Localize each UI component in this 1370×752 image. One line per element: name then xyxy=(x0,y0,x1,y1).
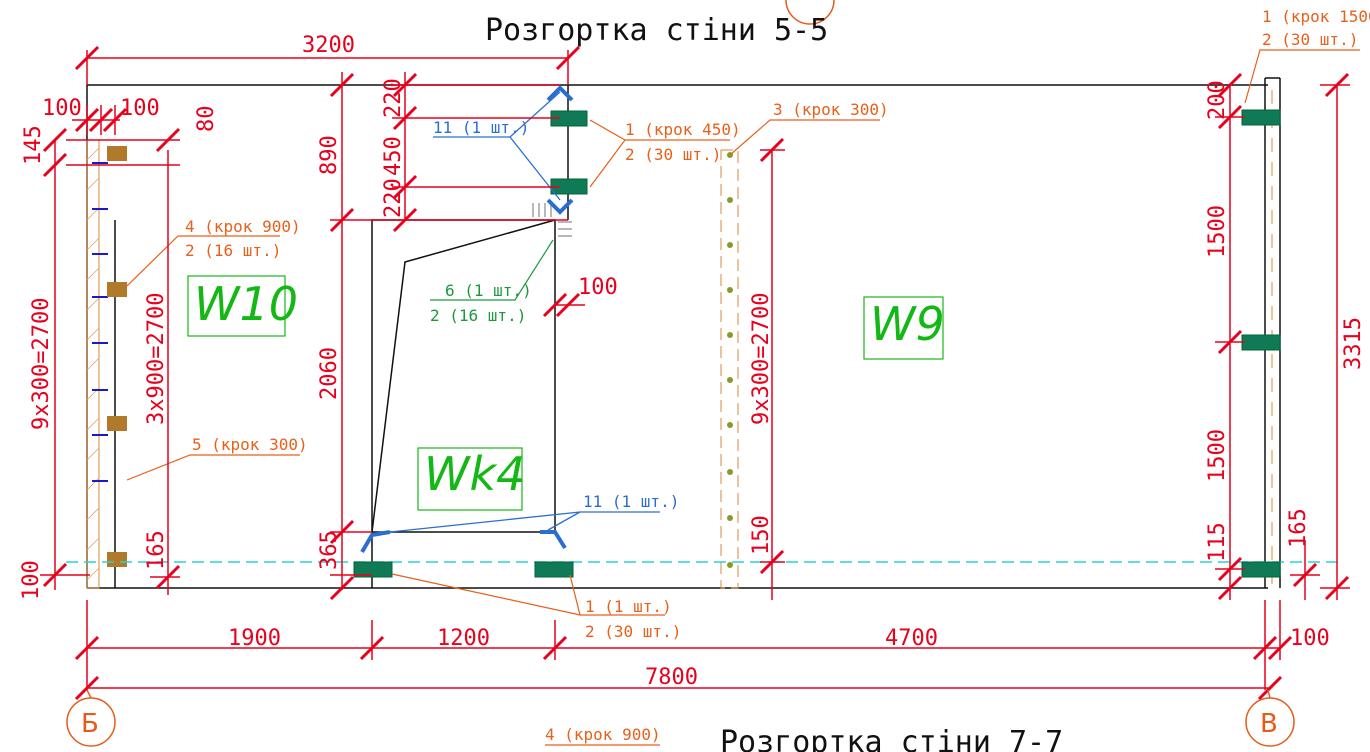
dim-450: 450 xyxy=(381,136,406,176)
dim-2060: 2060 xyxy=(317,347,342,400)
tag-box-w9 xyxy=(863,296,944,360)
dim-220-b: 220 xyxy=(381,178,406,218)
note-1-step450-qty: 2 (30 шт.) xyxy=(625,145,721,164)
green-leader xyxy=(430,239,554,301)
note-11-bottom: 11 (1 шт.) xyxy=(583,492,679,511)
dim-1500-a: 1500 xyxy=(1205,205,1230,258)
note-3-step300: 3 (крок 300) xyxy=(773,100,889,119)
dimension-lines xyxy=(40,50,1350,690)
note-4-qty: 2 (16 шт.) xyxy=(185,241,281,260)
door-opening xyxy=(371,219,556,588)
dim-890: 890 xyxy=(317,135,342,175)
left-end-strip xyxy=(86,139,127,589)
note-6-qty: 2 (16 шт.) xyxy=(430,306,526,325)
dim-9x300-right: 9x300=2700 xyxy=(749,293,774,425)
axis-circle-top xyxy=(785,0,835,25)
note-1-qty: 2 (30 шт.) xyxy=(1262,30,1358,49)
dimension-ticks xyxy=(42,45,1350,701)
note-4-step900: 4 (крок 900) xyxy=(185,217,301,236)
bracket-leaders xyxy=(389,91,660,533)
dim-3315: 3315 xyxy=(1341,317,1366,370)
dim-165-right: 165 xyxy=(1286,508,1311,548)
dim-7800: 7800 xyxy=(645,665,698,690)
dim-200: 200 xyxy=(1205,80,1230,120)
annotation-leaders xyxy=(126,49,1360,746)
note-1-step1500: 1 (крок 1500 xyxy=(1262,7,1370,26)
dim-1900: 1900 xyxy=(228,626,281,651)
tag-w10: W10 xyxy=(194,277,298,331)
note-11-top: 11 (1 шт.) xyxy=(433,118,529,137)
dim-1500-b: 1500 xyxy=(1205,429,1230,482)
axis-label-right: В xyxy=(1260,709,1278,739)
axis-markers xyxy=(66,689,1295,747)
note-1-bottom-qty: 2 (30 шт.) xyxy=(585,622,681,641)
dim-115: 115 xyxy=(1205,522,1230,562)
corner-brackets xyxy=(360,85,574,554)
note-1-step450: 1 (крок 450) xyxy=(625,120,741,139)
dim-9x300-left: 9x300=2700 xyxy=(29,298,54,430)
dim-145: 145 xyxy=(21,125,46,165)
dim-100-b: 100 xyxy=(120,96,160,121)
dim-4700: 4700 xyxy=(885,626,938,651)
dim-100-door: 100 xyxy=(578,275,618,300)
dim-165-left: 165 xyxy=(144,530,169,570)
dim-150: 150 xyxy=(749,515,774,555)
dim-220-a: 220 xyxy=(381,78,406,118)
tag-wk4: Wk4 xyxy=(424,447,525,501)
dim-100-a: 100 xyxy=(42,96,82,121)
axis-label-left: Б xyxy=(81,709,99,739)
support-pads xyxy=(353,109,1281,578)
dim-100-bottom-left: 100 xyxy=(19,560,44,600)
drawing-title-next: Розгортка стіни 7-7 xyxy=(720,725,1063,752)
tag-box-w10 xyxy=(187,275,286,337)
dim-3x900: 3x900=2700 xyxy=(144,293,169,425)
drawing-title: Розгортка стіни 5-5 xyxy=(485,13,828,48)
note-5-step300: 5 (крок 300) xyxy=(192,435,308,454)
dim-1200: 1200 xyxy=(437,626,490,651)
dim-80: 80 xyxy=(194,106,219,133)
note-1-bottom: 1 (1 шт.) xyxy=(585,597,672,616)
dim-365: 365 xyxy=(317,530,342,570)
dashed-stud-column xyxy=(720,149,739,589)
note-6: 6 (1 шт.) xyxy=(445,281,532,300)
dim-100-right: 100 xyxy=(1290,626,1330,651)
dim-3200: 3200 xyxy=(302,33,355,58)
tag-w9: W9 xyxy=(870,297,945,351)
tag-box-wk4 xyxy=(417,447,523,511)
note-4-bottom: 4 (крок 900) xyxy=(545,725,661,744)
